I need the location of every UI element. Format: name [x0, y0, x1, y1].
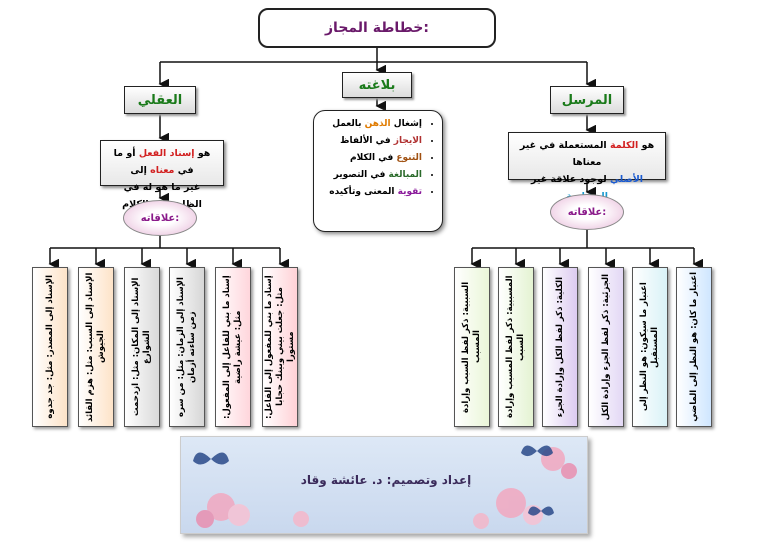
- category-aqli: العقلي: [124, 86, 196, 114]
- flower-decoration: [193, 445, 577, 529]
- balagha-item: الايجاز في الألفاظ: [320, 136, 422, 146]
- left-leave-box: إسناد ما بني للفاعل إلى المفعول: مثل: عي…: [215, 267, 251, 427]
- right-leave-box: السببية: ذكر لفظ السبب وإرادة المسبب: [454, 267, 490, 427]
- balagha-item: إشغال الذهن بالعمل: [320, 119, 422, 129]
- balagha-list: إشغال الذهن بالعمل الايجاز في الألفاظ التن…: [320, 119, 436, 197]
- leaf-text: اعتبار ما كان: هو النظر إلى الماضي: [688, 272, 699, 422]
- aqli-definition: هو إسناد الفعل أو ما في معناه إلى غير ما…: [100, 140, 224, 210]
- balagha-item: تقوية المعنى وتأكيده: [320, 187, 422, 197]
- aqli-relations-label: علاقاته:: [123, 200, 197, 236]
- butterfly-icon: [193, 445, 554, 516]
- right-leave-box: اعتبار ما سيكون: هو النظر إلى المستقبل: [632, 267, 668, 427]
- right-leave-box: اعتبار ما كان: هو النظر إلى الماضي: [676, 267, 712, 427]
- aqli-def-part1: هو: [194, 148, 211, 159]
- credits-banner: إعداد وتصميم: د. عائشة وقاد: [180, 436, 588, 534]
- left-leave-box: الإسناد إلى السبب: مثل: هزم القائد الجيو…: [78, 267, 114, 427]
- aqli-def-isnad: إسناد الفعل: [138, 148, 195, 159]
- balagha-list-box: إشغال الذهن بالعمل الايجاز في الألفاظ التن…: [313, 110, 443, 232]
- mursal-relations-label: علاقاته:: [550, 194, 624, 230]
- right-leave-box: المسببية: ذكر لفظ المسبب وإرادة السبب: [498, 267, 534, 427]
- left-leave-box: الإسناد إلى المصدر: مثل: جد جدوه: [32, 267, 68, 427]
- right-leave-box: الجزئية: ذكر لفظ الجزء وإرادة الكل: [588, 267, 624, 427]
- leaf-text: إسناد ما بني للفاعل إلى المفعول: مثل: عي…: [222, 275, 243, 419]
- leaf-text: الكلية: ذكر لفظ الكل وإرادة الجزء: [554, 276, 565, 418]
- leaf-text: الإسناد إلى المصدر: مثل: جد جدوه: [44, 275, 55, 419]
- right-leave-box: الكلية: ذكر لفظ الكل وإرادة الجزء: [542, 267, 578, 427]
- category-balagha: بلاغته: [342, 72, 412, 98]
- leaf-text: السببية: ذكر لفظ السبب وإرادة المسبب: [461, 281, 482, 413]
- mursal-def-kalima: الكلمة: [609, 140, 639, 151]
- leaf-text: اعتبار ما سيكون: هو النظر إلى المستقبل: [639, 282, 660, 412]
- credits-text: إعداد وتصميم: د. عائشة وقاد: [300, 473, 472, 487]
- mursal-def-asli: الأصلي: [610, 174, 644, 185]
- balagha-item: المبالغة في التصوير: [320, 170, 422, 180]
- leaf-text: الإسناد إلى الزمان: مثل: من سره زمن ساءت…: [176, 277, 197, 417]
- mursal-def-part2: المستعملة في غير معناها: [519, 140, 610, 168]
- leaf-text: المسببية: ذكر لفظ المسبب وإرادة السبب: [505, 275, 526, 419]
- left-leave-box: الإسناد إلى الزمان: مثل: من سره زمن ساءت…: [169, 267, 205, 427]
- leaf-text: الجزئية: ذكر لفظ الجزء وإرادة الكل: [600, 273, 611, 421]
- category-mursal: المرسل: [550, 86, 624, 114]
- mursal-definition: هو الكلمة المستعملة في غير معناها الأصلي…: [508, 132, 666, 202]
- left-leave-box: الإسناد إلى المكان: مثل: ازدحمت الشوارع: [124, 267, 160, 427]
- diagram-title: خطاطة المجاز:: [258, 8, 496, 48]
- balagha-item: التنوع في الكلام: [320, 153, 422, 163]
- aqli-def-part2: أو ما في: [113, 148, 194, 176]
- mursal-def-part3: لوجود علاقة غير: [530, 174, 611, 185]
- aqli-def-part3: إلى: [130, 165, 151, 176]
- leaf-text: الإسناد إلى المكان: مثل: ازدحمت الشوارع: [131, 277, 152, 417]
- aqli-def-mana: معناه: [150, 165, 175, 176]
- left-leave-box: إسناد ما بني للمفعول إلى الفاعل: مثل: جع…: [262, 267, 298, 427]
- leaf-text: الإسناد إلى السبب: مثل: هزم القائد الجيو…: [85, 272, 106, 422]
- mursal-def-part1: هو: [638, 140, 655, 151]
- leaf-text: إسناد ما بني للمفعول إلى الفاعل: مثل: جع…: [263, 275, 296, 419]
